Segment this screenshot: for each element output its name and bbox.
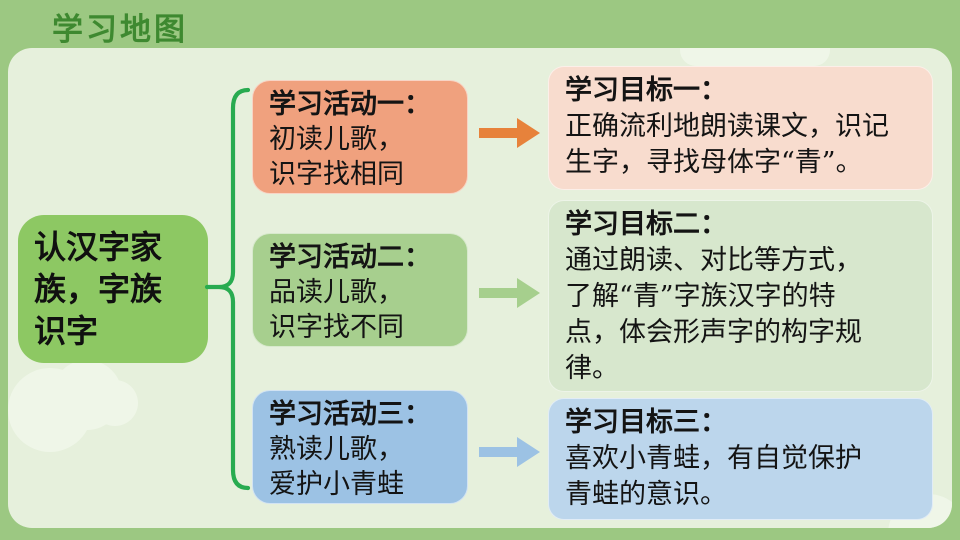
activity-title: 学习活动三： bbox=[269, 399, 431, 430]
activity-node-2: 学习活动二： 品读儿歌， 识字找不同 bbox=[252, 233, 468, 347]
node-text-line: 识字找不同 bbox=[269, 312, 404, 343]
goal-title: 学习目标一： bbox=[565, 75, 727, 106]
node-text-line: 通过朗读、对比等方式， bbox=[565, 245, 862, 276]
node-text-line: 品读儿歌， bbox=[269, 277, 404, 308]
arrow-right-icon bbox=[479, 437, 540, 467]
content-panel: 认汉字家 族，字族 识字 学习活动一： 初读儿歌， 识字找相同 学习活动二： 品… bbox=[8, 48, 952, 528]
node-text-line: 初读儿歌， bbox=[269, 124, 404, 155]
node-text-line: 喜欢小青蛙，有自觉保护 bbox=[565, 443, 862, 474]
goal-title: 学习目标二： bbox=[565, 209, 727, 240]
node-text-line: 律。 bbox=[565, 353, 619, 384]
activity-node-1: 学习活动一： 初读儿歌， 识字找相同 bbox=[252, 80, 468, 194]
arrow-right-icon bbox=[479, 118, 540, 148]
node-text-line: 认汉字家 bbox=[34, 229, 163, 265]
node-text-line: 识字 bbox=[34, 313, 99, 349]
goal-node-2: 学习目标二： 通过朗读、对比等方式， 了解“青”字族汉字的特 点，体会形声字的构… bbox=[548, 200, 933, 392]
node-text-line: 生字，寻找母体字“青”。 bbox=[565, 147, 863, 178]
node-text-line: 了解“青”字族汉字的特 bbox=[565, 281, 836, 312]
node-text-line: 族，字族 bbox=[34, 271, 163, 307]
brace-connector-icon bbox=[204, 87, 251, 491]
node-text-line: 正确流利地朗读课文，识记 bbox=[565, 111, 889, 142]
node-text-line: 爱护小青蛙 bbox=[269, 469, 404, 500]
node-text-line: 熟读儿歌， bbox=[269, 434, 404, 465]
activity-title: 学习活动二： bbox=[269, 242, 431, 273]
activity-node-3: 学习活动三： 熟读儿歌， 爱护小青蛙 bbox=[252, 390, 468, 504]
root-node: 认汉字家 族，字族 识字 bbox=[18, 215, 208, 363]
node-text-line: 点，体会形声字的构字规 bbox=[565, 317, 862, 348]
activity-title: 学习活动一： bbox=[269, 89, 431, 120]
goal-title: 学习目标三： bbox=[565, 407, 727, 438]
node-text-line: 青蛙的意识。 bbox=[565, 479, 727, 510]
goal-node-1: 学习目标一： 正确流利地朗读课文，识记 生字，寻找母体字“青”。 bbox=[548, 66, 933, 190]
goal-node-3: 学习目标三： 喜欢小青蛙，有自觉保护 青蛙的意识。 bbox=[548, 398, 933, 520]
node-text-line: 识字找相同 bbox=[269, 159, 404, 190]
cloud-shape-top bbox=[680, 48, 830, 66]
arrow-right-icon bbox=[479, 278, 540, 308]
slide-title: 学习地图 bbox=[52, 12, 188, 47]
cloud-shape-bottom-left bbox=[92, 380, 138, 426]
